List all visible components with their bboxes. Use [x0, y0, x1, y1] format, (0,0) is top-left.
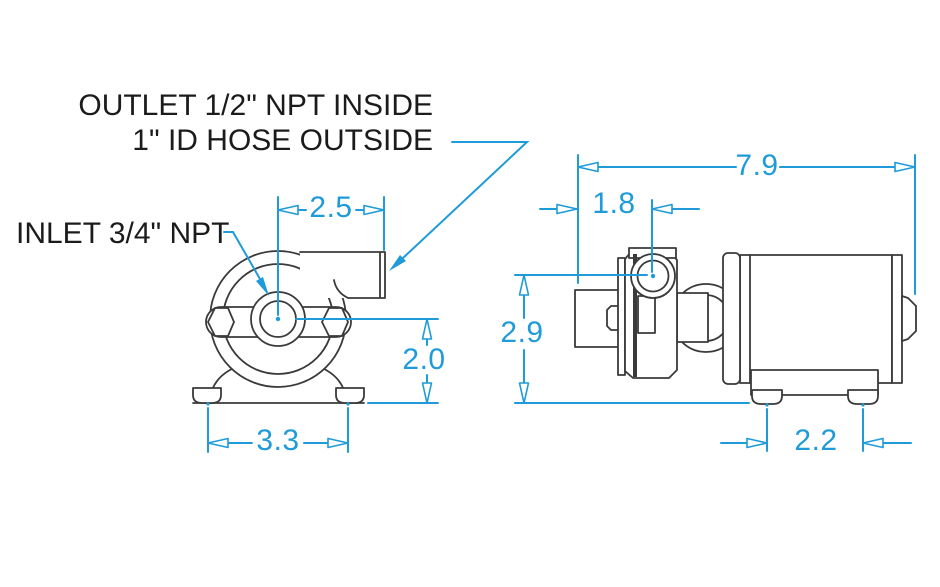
- dim-text-front-outlet-width: 2.5: [309, 191, 353, 224]
- dim-front-mount-width: [207, 407, 349, 453]
- dim-text-front-center-height: 2.0: [402, 343, 446, 376]
- dim-text-side-foot-spacing: 2.2: [794, 424, 838, 457]
- dim-text-front-mount-width: 3.3: [256, 424, 300, 457]
- motor-end-cap: [891, 254, 903, 384]
- dim-text-side-overall-height: 2.9: [500, 316, 544, 349]
- dimension-annotations: [206, 141, 916, 453]
- dim-text-side-overall-length: 7.9: [735, 149, 779, 182]
- motor-shaft-boss: [901, 295, 917, 342]
- side-port-center-mark: [650, 273, 656, 279]
- front-left-foot-mark: [206, 402, 210, 406]
- right-hex-nut: [321, 307, 349, 337]
- front-left-foot: [192, 387, 222, 404]
- front-center-mark: [275, 316, 281, 322]
- dim-side-foot-spacing: [720, 408, 912, 452]
- motor-body: [739, 254, 893, 384]
- front-right-foot-mark: [346, 402, 350, 406]
- outlet-label-line1: OUTLET 1/2" NPT INSIDE: [78, 89, 433, 122]
- side-view-drawing: [574, 247, 917, 405]
- head-clamp-band: [633, 254, 637, 377]
- dim-front-outlet-width: [277, 196, 385, 316]
- side-left-foot: [751, 389, 783, 405]
- outlet-label: OUTLET 1/2" NPT INSIDE 1" ID HOSE OUTSID…: [78, 88, 433, 158]
- side-right-foot-mark: [861, 403, 865, 407]
- side-left-foot-mark: [765, 403, 769, 407]
- dim-side-overall-height: [514, 274, 750, 404]
- outlet-pipe-outline: [299, 251, 386, 299]
- dim-front-center-height: [295, 318, 439, 404]
- dim-side-overall-length: [577, 154, 916, 295]
- front-right-foot: [335, 387, 365, 404]
- inlet-leader: [223, 231, 269, 296]
- outlet-label-line2: 1" ID HOSE OUTSIDE: [132, 124, 433, 157]
- shaft-housing: [676, 292, 709, 343]
- inlet-label: INLET 3/4" NPT: [16, 217, 230, 250]
- front-view-drawing: [192, 250, 386, 404]
- side-right-foot: [847, 389, 879, 405]
- head-lower-block: [637, 295, 656, 334]
- outlet-pipe-fill: [300, 251, 385, 298]
- outlet-leader: [389, 141, 530, 271]
- motor-front-plate: [722, 252, 741, 385]
- dim-side-port-offset: [539, 199, 700, 273]
- dim-text-side-port-offset: 1.8: [592, 187, 636, 220]
- left-hex-nut: [207, 307, 235, 337]
